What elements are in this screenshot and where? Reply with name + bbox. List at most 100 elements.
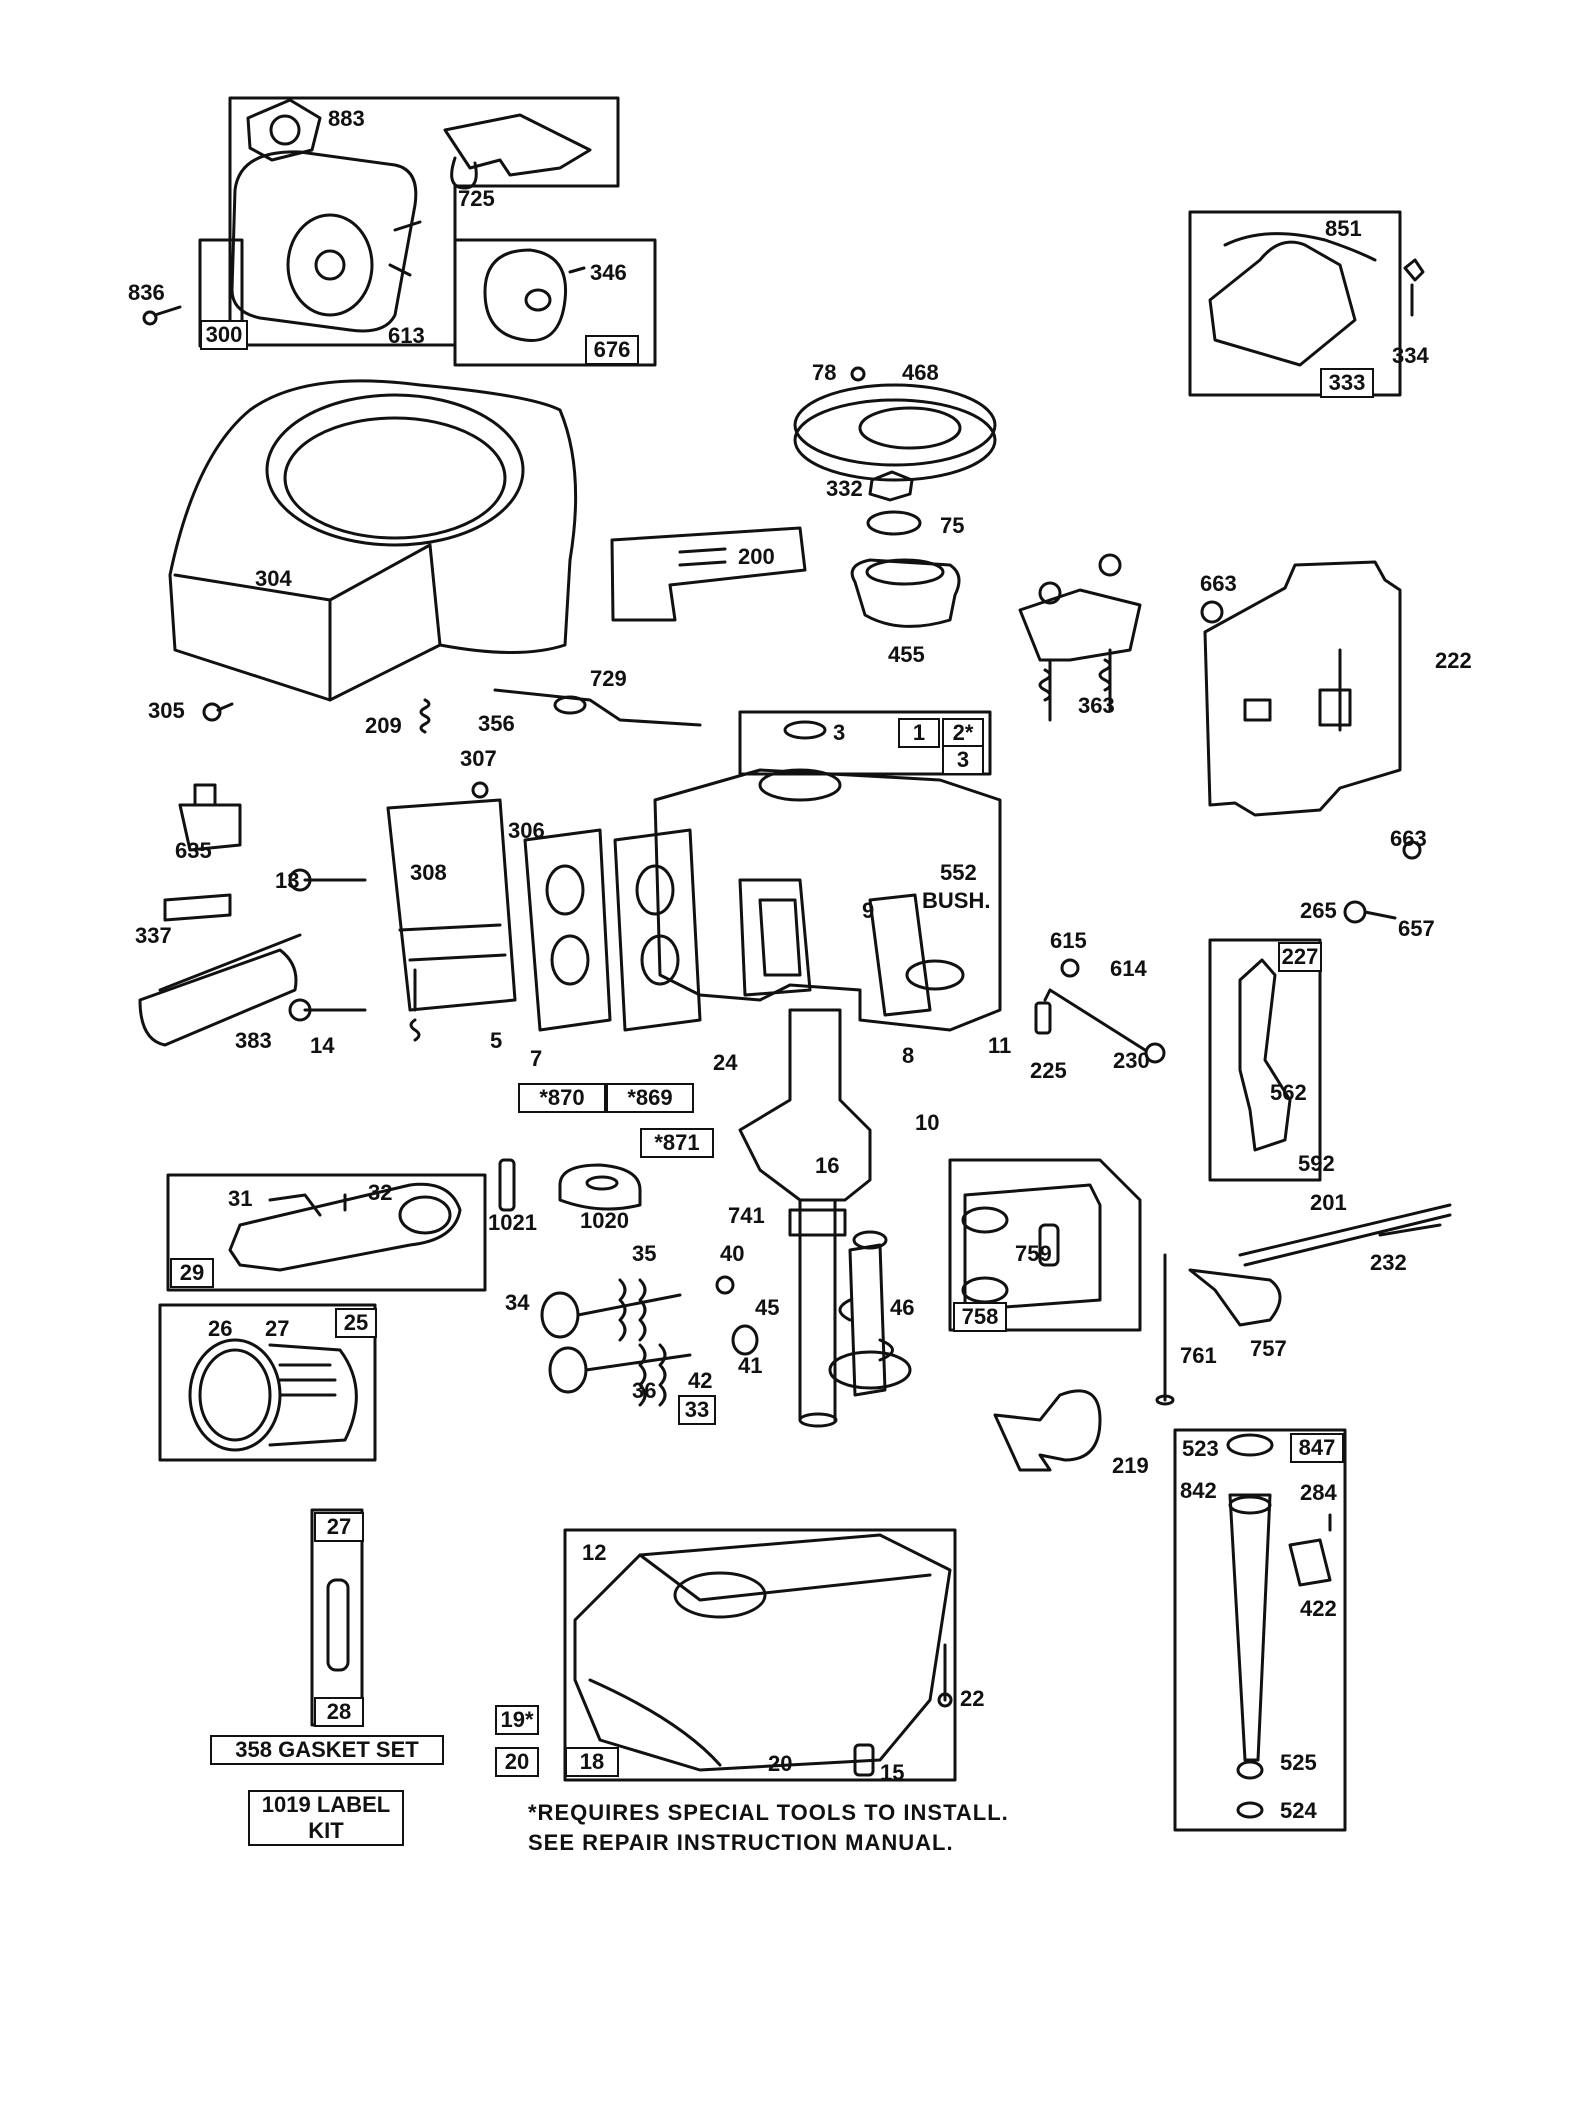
special-tools-note: *REQUIRES SPECIAL TOOLS TO INSTALL. SEE … <box>528 1798 1009 1858</box>
part-label: 13 <box>275 868 300 893</box>
part-label: 657 <box>1398 916 1435 941</box>
part-label: 200 <box>738 544 775 569</box>
part-label: 3 <box>833 720 846 745</box>
control-bracket-part <box>1203 560 1402 817</box>
part-label: 383 <box>235 1028 272 1053</box>
gasket-set-frame <box>310 1508 364 1727</box>
part-label: 26 <box>208 1316 233 1341</box>
baffle-part <box>610 526 807 622</box>
part-label: 78 <box>812 360 837 385</box>
part-label: 10 <box>915 1110 940 1135</box>
part-label: 562 <box>1270 1080 1307 1105</box>
part-box-label: 28 <box>314 1697 364 1727</box>
part-label: BUSH. <box>922 888 991 913</box>
part-label: 45 <box>755 1295 780 1320</box>
part-box-label: 18 <box>565 1747 619 1777</box>
part-label: 8 <box>902 1043 915 1068</box>
part-label: 741 <box>728 1203 765 1228</box>
blower-housing-part <box>168 379 578 702</box>
part-label: 851 <box>1325 216 1362 241</box>
part-label: 14 <box>310 1033 335 1058</box>
oil-fill-frame <box>1173 1428 1347 1832</box>
part-label: 1020 <box>580 1208 629 1233</box>
part-label: 614 <box>1110 956 1147 981</box>
note-line-2: SEE REPAIR INSTRUCTION MANUAL. <box>528 1830 954 1855</box>
part-label: 36 <box>632 1378 657 1403</box>
governor-part <box>1018 588 1142 662</box>
part-label: 346 <box>590 260 627 285</box>
part-box-label: *869 <box>606 1083 694 1113</box>
part-label: 225 <box>1030 1058 1067 1083</box>
part-label: 363 <box>1078 693 1115 718</box>
rod-frame <box>166 1173 487 1292</box>
part-box-label: 300 <box>200 320 248 350</box>
part-box-label: 27 <box>314 1512 364 1542</box>
part-box-label: 20 <box>495 1747 539 1777</box>
cylinder-head-left-part <box>386 798 517 1012</box>
sump-part <box>573 1533 952 1772</box>
part-label: 761 <box>1180 1343 1217 1368</box>
part-label: 729 <box>590 666 627 691</box>
part-label: 46 <box>890 1295 915 1320</box>
part-label: 1021 <box>488 1210 537 1235</box>
part-label: 663 <box>1390 826 1427 851</box>
part-label: 304 <box>255 566 292 591</box>
fan-retainer-frame <box>453 238 657 367</box>
part-label: 15 <box>880 1760 905 1785</box>
part-box-label: *871 <box>640 1128 714 1158</box>
ignition-frame <box>1188 210 1402 397</box>
label-kit-label: 1019 LABEL KIT <box>248 1790 404 1846</box>
part-label: 24 <box>713 1050 738 1075</box>
part-box-label: 758 <box>953 1302 1007 1332</box>
part-label: 725 <box>458 186 495 211</box>
part-label: 525 <box>1280 1750 1317 1775</box>
part-label: 230 <box>1113 1048 1150 1073</box>
part-label: 41 <box>738 1353 763 1378</box>
part-label: 422 <box>1300 1596 1337 1621</box>
part-label: 523 <box>1182 1436 1219 1461</box>
part-label: 842 <box>1180 1478 1217 1503</box>
part-box-label: 3 <box>942 745 984 775</box>
part-label: 5 <box>490 1028 503 1053</box>
part-label: 20 <box>768 1751 793 1776</box>
note-line-1: *REQUIRES SPECIAL TOOLS TO INSTALL. <box>528 1800 1009 1825</box>
part-label: 32 <box>368 1180 393 1205</box>
part-label: 615 <box>1050 928 1087 953</box>
part-label: 232 <box>1370 1250 1407 1275</box>
part-label: 219 <box>1112 1453 1149 1478</box>
part-label: 9 <box>862 898 875 923</box>
piston-frame <box>158 1303 377 1462</box>
part-label: 222 <box>1435 648 1472 673</box>
flywheel-part <box>793 383 997 467</box>
part-label: 40 <box>720 1241 745 1266</box>
part-label: 7 <box>530 1046 543 1071</box>
part-label: 759 <box>1015 1241 1052 1266</box>
part-label: 27 <box>265 1316 290 1341</box>
part-label: 201 <box>1310 1190 1347 1215</box>
part-label: 308 <box>410 860 447 885</box>
part-label: 455 <box>888 642 925 667</box>
brake-bracket-frame <box>948 1158 1142 1332</box>
part-label: 42 <box>688 1368 713 1393</box>
part-label: 836 <box>128 280 165 305</box>
part-box-label: 19* <box>495 1705 539 1735</box>
bracket-part <box>443 113 592 177</box>
part-label: 35 <box>632 1241 657 1266</box>
part-label: 757 <box>1250 1336 1287 1361</box>
sump-frame <box>563 1528 957 1782</box>
part-label: 16 <box>815 1153 840 1178</box>
part-label: 31 <box>228 1186 253 1211</box>
part-label: 552 <box>940 860 977 885</box>
part-label: 332 <box>826 476 863 501</box>
part-box-label: 227 <box>1278 942 1322 972</box>
part-box-label: 1 <box>898 718 940 748</box>
part-box-label: 33 <box>678 1395 716 1425</box>
part-box-label: 25 <box>335 1308 377 1338</box>
gasket-part <box>246 98 322 162</box>
part-box-label: 29 <box>170 1258 214 1288</box>
part-box-label: 333 <box>1320 368 1374 398</box>
part-label: 305 <box>148 698 185 723</box>
throttle-frame <box>1208 938 1322 1182</box>
